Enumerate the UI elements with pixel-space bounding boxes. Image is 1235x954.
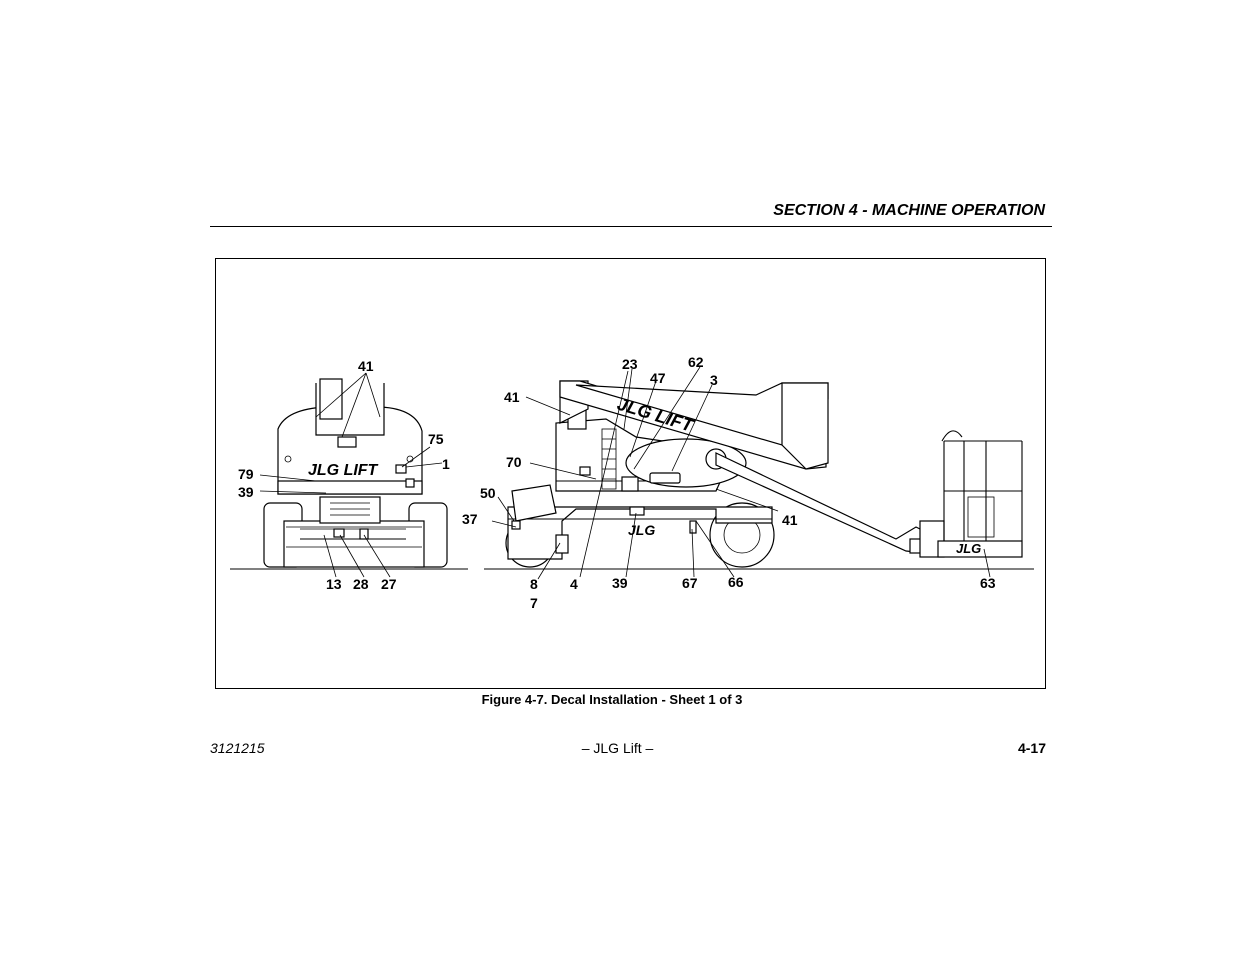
callout-37: 37 bbox=[462, 511, 478, 527]
callout-23: 23 bbox=[622, 356, 638, 372]
side-leader-lines bbox=[491, 366, 991, 580]
callout-75: 75 bbox=[428, 431, 444, 447]
section-title: SECTION 4 - MACHINE OPERATION bbox=[773, 202, 1045, 219]
callout-8: 8 bbox=[530, 576, 538, 592]
header-rule bbox=[210, 226, 1052, 227]
callout-67: 67 bbox=[682, 575, 698, 591]
callout-47: 47 bbox=[650, 370, 666, 386]
callout-66: 66 bbox=[728, 574, 744, 590]
callout-70: 70 bbox=[506, 454, 522, 470]
callout-62: 62 bbox=[688, 354, 704, 370]
callout-50: 50 bbox=[480, 485, 496, 501]
callout-4: 4 bbox=[570, 576, 578, 592]
footer-title: – JLG Lift – bbox=[581, 740, 654, 756]
figure-caption-text: Figure 4-7. Decal Installation - Sheet 1… bbox=[481, 692, 743, 707]
callout-41: 41 bbox=[358, 358, 374, 374]
rear-leader-lines bbox=[259, 372, 443, 578]
chassis-logo: JLG bbox=[628, 522, 655, 538]
figure-caption: Figure 4-7. Decal Installation - Sheet 1… bbox=[0, 692, 1235, 707]
callout-3: 3 bbox=[710, 372, 718, 388]
callout-41-boom: 41 bbox=[504, 389, 520, 405]
page-number: 4-17 bbox=[1017, 740, 1046, 756]
platform-logo: JLG bbox=[956, 541, 981, 556]
callout-1: 1 bbox=[442, 456, 450, 472]
rear-view-machine: JLG LIFT bbox=[263, 378, 448, 568]
callout-39-side: 39 bbox=[612, 575, 628, 591]
callout-41-chassis: 41 bbox=[782, 512, 798, 528]
decal-diagram: JLG LIFT 41 75 1 bbox=[230, 354, 1034, 611]
callout-13: 13 bbox=[326, 576, 342, 592]
callout-7: 7 bbox=[530, 595, 538, 611]
callout-39: 39 bbox=[238, 484, 254, 500]
callout-27: 27 bbox=[381, 576, 397, 592]
callout-79: 79 bbox=[238, 466, 254, 482]
side-view-machine: JLG LIFT JLG JLG bbox=[505, 380, 1023, 568]
callout-63: 63 bbox=[980, 575, 996, 591]
doc-number: 3121215 bbox=[210, 740, 265, 756]
rear-logo: JLG LIFT bbox=[308, 462, 379, 479]
callout-28: 28 bbox=[353, 576, 369, 592]
decal-figure: JLG LIFT 41 75 1 bbox=[215, 258, 1046, 689]
